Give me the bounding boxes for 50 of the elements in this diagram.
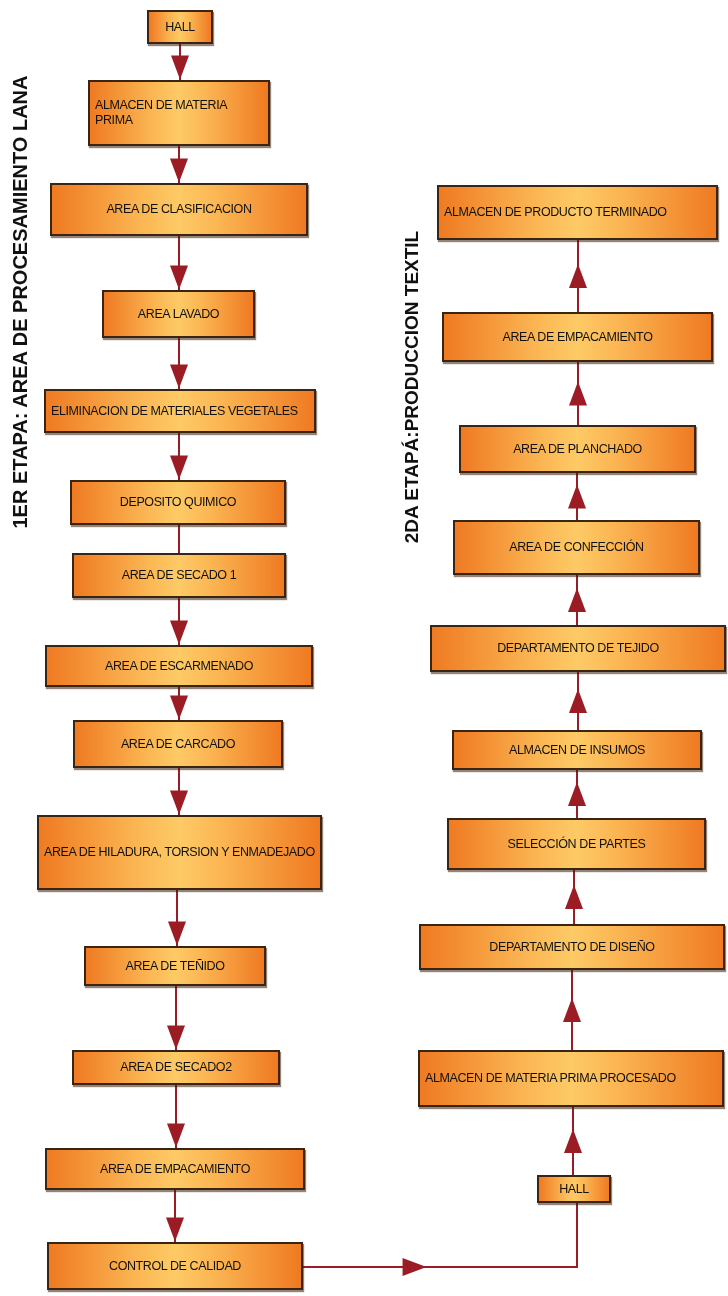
box-label: AREA DE HILADURA, TORSION Y ENMADEJADO (44, 845, 315, 860)
box-label: DEPOSITO QUIMICO (119, 495, 237, 510)
box-label: ALMACEN DE PRODUCTO TERMINADO (444, 205, 667, 220)
box-label: AREA DE EMPACAMIENTO (502, 329, 653, 345)
box-label: HALL (165, 19, 195, 35)
box-label: AREA LAVADO (137, 306, 220, 322)
process-box (84, 946, 266, 986)
process-box (88, 80, 270, 146)
box-label: AREA DE ESCARMENADO (105, 658, 253, 674)
process-box (70, 480, 286, 525)
process-box (437, 185, 718, 240)
process-box (452, 730, 702, 770)
box-label: AREA DE CONFECCIÓN (509, 540, 644, 555)
process-box (47, 1242, 303, 1290)
process-box (102, 290, 255, 338)
process-box (44, 389, 316, 433)
process-box (442, 312, 713, 362)
process-box (37, 815, 322, 890)
box-label: CONTROL DE CALIDAD (109, 1258, 241, 1274)
box-label: AREA DE CLASIFICACION (106, 202, 252, 217)
box-label: AREA DE TEÑIDO (125, 958, 225, 974)
process-box (45, 1148, 305, 1190)
process-box (147, 10, 213, 44)
box-label: AREA DE SECADO2 (120, 1060, 232, 1075)
process-box (45, 645, 313, 687)
process-box (73, 720, 283, 768)
stage-title: 2DA ETAPÁ:PRODUCCION TEXTIL (401, 230, 423, 544)
process-box (418, 1050, 724, 1107)
process-box (453, 520, 700, 575)
box-label: ALMACEN DE INSUMOS (509, 742, 645, 758)
process-box (459, 425, 696, 473)
box-label: AREA DE CARCADO (120, 736, 236, 752)
process-box (447, 818, 706, 870)
process-box (72, 553, 286, 598)
box-label: SELECCIÓN DE PARTES (507, 836, 646, 852)
process-box (72, 1050, 280, 1085)
box-label: DEPARTAMENTO DE DISEÑO (489, 939, 655, 955)
process-box (419, 924, 725, 970)
stage-title: 1ER ETAPA: AREA DE PROCESAMIENTO LANA (8, 75, 32, 529)
box-label: DEPARTAMENTO DE TEJIDO (497, 641, 659, 656)
process-box (50, 183, 308, 236)
process-box (537, 1175, 611, 1203)
process-box (430, 625, 726, 672)
box-label: ALMACEN DE MATERIA PRIMA PROCESADO (425, 1071, 676, 1086)
box-label: ELIMINACION DE MATERIALES VEGETALES (51, 403, 298, 419)
box-label: AREA DE PLANCHADO (513, 441, 642, 457)
box-label: HALL (559, 1181, 589, 1197)
box-label: ALMACEN DE MATERIA PRIMA (95, 98, 229, 128)
box-label: AREA DE EMPACAMIENTO (100, 1161, 250, 1177)
box-label: AREA DE SECADO 1 (121, 568, 237, 583)
